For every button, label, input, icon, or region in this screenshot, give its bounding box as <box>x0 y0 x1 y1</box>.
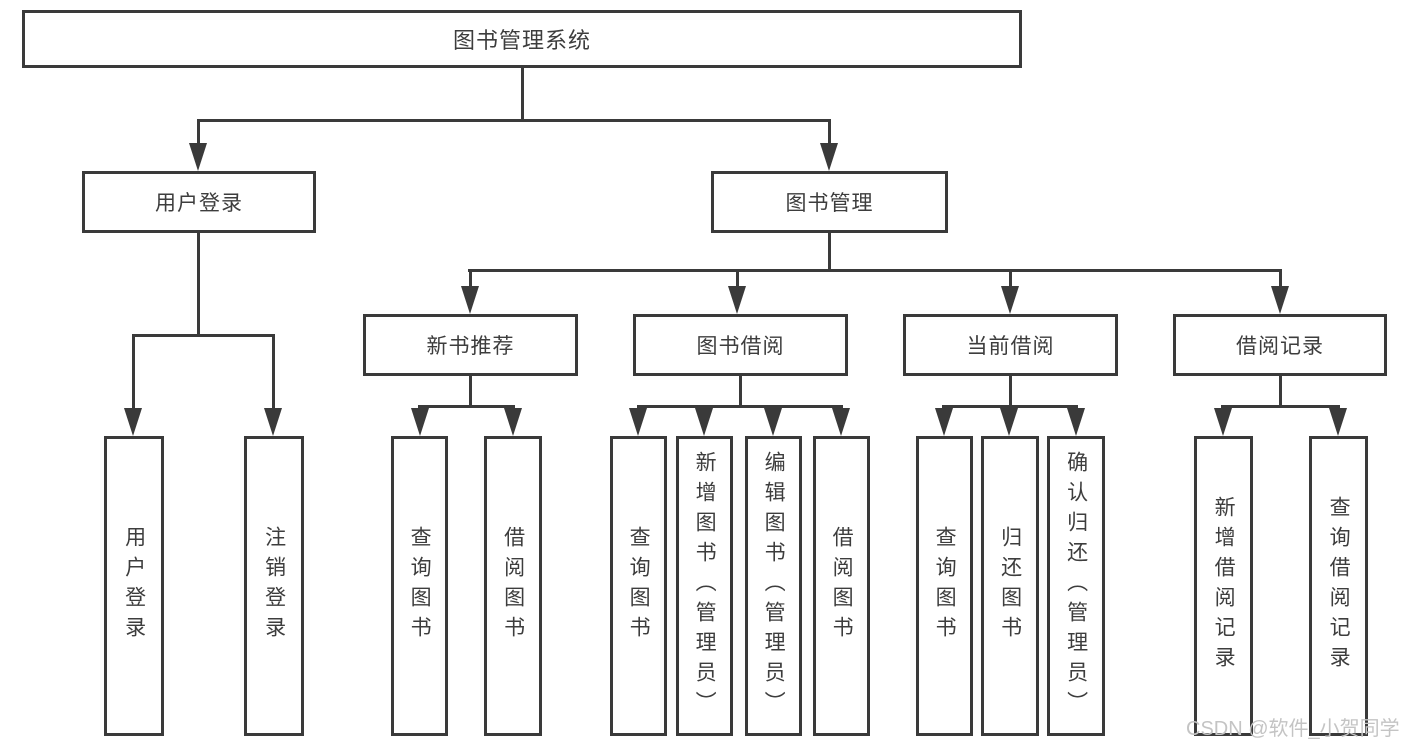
edge-line <box>272 334 275 411</box>
node-new-book-recommend: 新书推荐 <box>363 314 578 376</box>
leaf-user-login: 用户登录 <box>104 436 164 736</box>
leaf-return-book: 归还图书 <box>981 436 1039 736</box>
edge-arrow <box>504 408 522 436</box>
edge-line <box>739 376 742 408</box>
node-user-login: 用户登录 <box>82 171 316 233</box>
edge-line <box>418 405 515 408</box>
leaf-add-book-admin-label: 新增图书（管理员） <box>693 451 717 721</box>
edge-arrow <box>124 408 142 436</box>
edge-arrow <box>728 286 746 314</box>
leaf-logout: 注销登录 <box>244 436 304 736</box>
edge-arrow <box>1000 408 1018 436</box>
node-book-borrow-label: 图书借阅 <box>696 335 785 358</box>
leaf-add-borrow-record: 新增借阅记录 <box>1194 436 1253 736</box>
edge-line <box>468 269 1281 272</box>
edge-line <box>469 376 472 408</box>
edge-arrow <box>764 408 782 436</box>
edge-line <box>521 68 524 120</box>
edge-line <box>132 334 135 411</box>
edge-arrow <box>695 408 713 436</box>
edge-line <box>1279 269 1282 289</box>
leaf-borrow-book-2: 借阅图书 <box>813 436 870 736</box>
edge-line <box>942 405 1078 408</box>
leaf-borrow-book-1: 借阅图书 <box>484 436 542 736</box>
leaf-edit-book-admin-label: 编辑图书（管理员） <box>762 451 786 721</box>
edge-line <box>736 269 739 289</box>
edge-arrow <box>832 408 850 436</box>
leaf-logout-label: 注销登录 <box>262 526 286 646</box>
node-book-borrow: 图书借阅 <box>633 314 848 376</box>
edge-arrow <box>189 143 207 171</box>
edge-line <box>1009 269 1012 289</box>
leaf-query-book-1-label: 查询图书 <box>408 526 432 646</box>
leaf-confirm-return-admin-label: 确认归还（管理员） <box>1064 451 1088 721</box>
leaf-query-book-2: 查询图书 <box>610 436 667 736</box>
leaf-user-login-label: 用户登录 <box>122 526 146 646</box>
edge-arrow <box>461 286 479 314</box>
leaf-add-borrow-record-label: 新增借阅记录 <box>1212 496 1236 676</box>
leaf-query-borrow-record: 查询借阅记录 <box>1309 436 1368 736</box>
node-root-label: 图书管理系统 <box>452 28 591 53</box>
node-borrow-record-label: 借阅记录 <box>1236 335 1324 358</box>
edge-arrow <box>1214 408 1232 436</box>
edge-arrow <box>629 408 647 436</box>
node-current-borrow-label: 当前借阅 <box>966 335 1055 358</box>
leaf-confirm-return-admin: 确认归还（管理员） <box>1047 436 1105 736</box>
leaf-edit-book-admin: 编辑图书（管理员） <box>745 436 802 736</box>
edge-line <box>637 405 843 408</box>
edge-arrow <box>1067 408 1085 436</box>
node-borrow-record: 借阅记录 <box>1173 314 1387 376</box>
edge-arrow <box>264 408 282 436</box>
leaf-borrow-book-2-label: 借阅图书 <box>830 526 854 646</box>
edge-arrow <box>1271 286 1289 314</box>
edge-arrow <box>1329 408 1347 436</box>
edge-arrow <box>820 143 838 171</box>
edge-arrow <box>1001 286 1019 314</box>
leaf-query-book-2-label: 查询图书 <box>627 526 651 646</box>
node-root: 图书管理系统 <box>22 10 1022 68</box>
leaf-borrow-book-1-label: 借阅图书 <box>501 526 525 646</box>
edge-line <box>828 119 831 145</box>
edge-line <box>132 334 275 337</box>
edge-line <box>197 119 200 145</box>
leaf-query-book-1: 查询图书 <box>391 436 448 736</box>
leaf-query-book-3: 查询图书 <box>916 436 973 736</box>
node-book-management-label: 图书管理 <box>785 192 874 215</box>
edge-line <box>828 233 831 272</box>
edge-arrow <box>935 408 953 436</box>
edge-line <box>469 269 472 289</box>
edge-line <box>1009 376 1012 408</box>
edge-line <box>197 119 831 122</box>
node-book-management: 图书管理 <box>711 171 948 233</box>
edge-line <box>1279 376 1282 408</box>
node-current-borrow: 当前借阅 <box>903 314 1118 376</box>
leaf-add-book-admin: 新增图书（管理员） <box>676 436 733 736</box>
leaf-query-borrow-record-label: 查询借阅记录 <box>1327 496 1351 676</box>
edge-arrow <box>411 408 429 436</box>
node-new-book-recommend-label: 新书推荐 <box>426 335 515 358</box>
leaf-query-book-3-label: 查询图书 <box>933 526 957 646</box>
leaf-return-book-label: 归还图书 <box>998 526 1022 646</box>
csdn-watermark: CSDN @软件_小贺同学 <box>1186 718 1400 740</box>
edge-line <box>1221 405 1340 408</box>
edge-line <box>197 233 200 337</box>
node-user-login-label: 用户登录 <box>155 192 243 215</box>
